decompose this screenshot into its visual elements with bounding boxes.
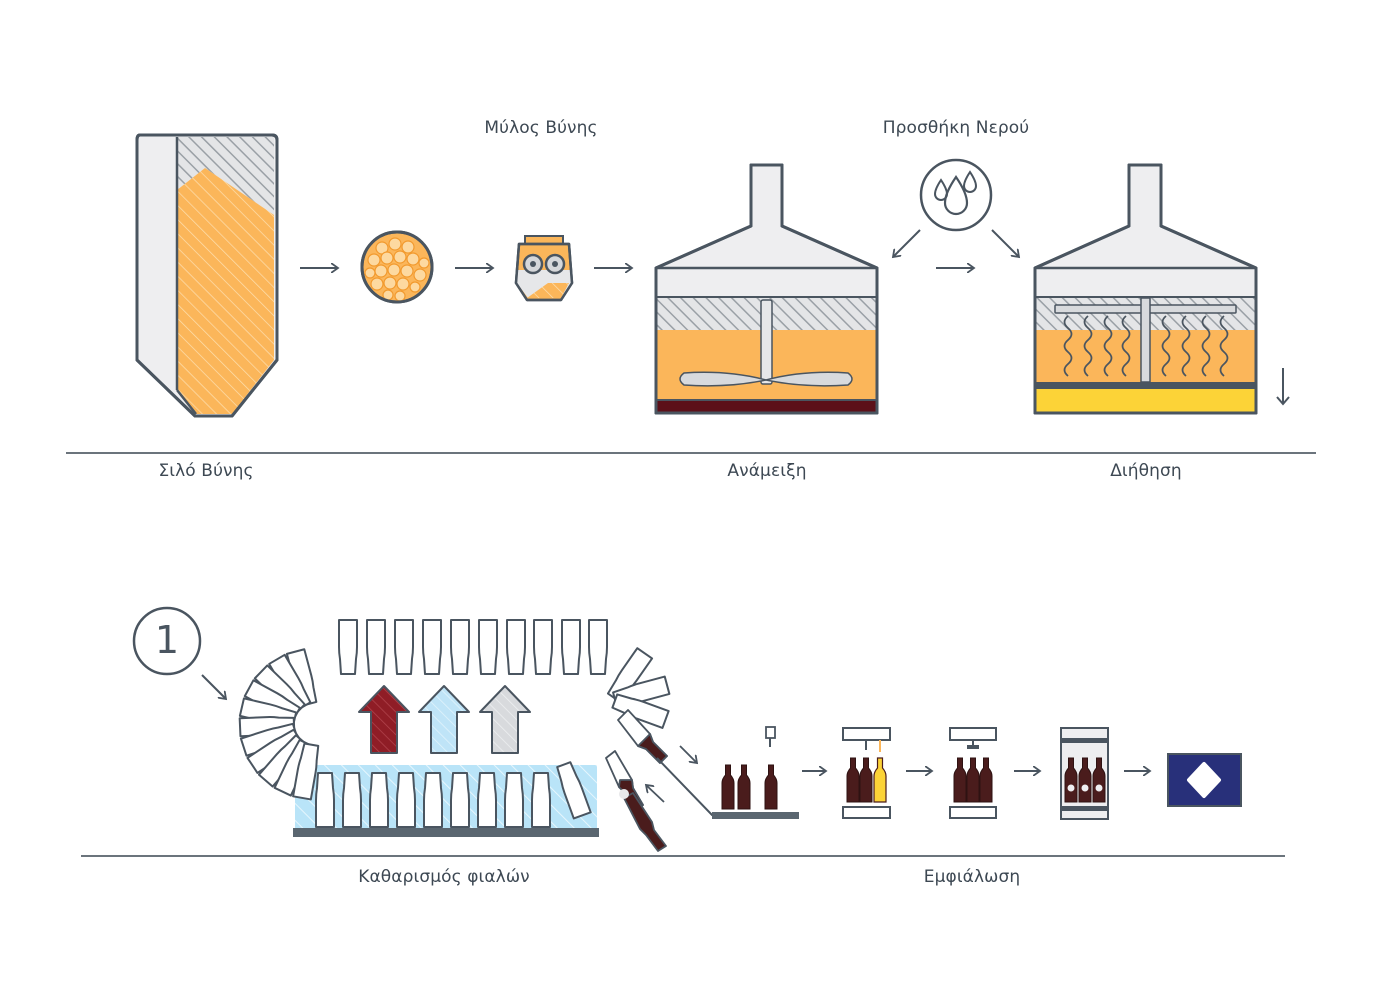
washer-bottle (369, 772, 389, 828)
washer-bottle (504, 772, 524, 828)
washer-bottle (533, 619, 553, 675)
washer-bottle (423, 772, 443, 828)
case-icon (1167, 753, 1242, 807)
washer-bottle (342, 772, 362, 828)
filtration-label: Διήθηση (1110, 461, 1182, 481)
mill-label: Μύλος Βύνης (484, 118, 598, 138)
bottling-conveyor (656, 726, 799, 819)
mash-tun-icon (654, 163, 879, 415)
washer-bottle (422, 619, 442, 675)
washer-bottle (450, 772, 470, 828)
malt-grain-icon (360, 230, 434, 304)
capper-icon (949, 727, 997, 819)
flow-arrow (201, 674, 226, 699)
mixing-label: Ανάμειξη (727, 461, 807, 481)
washer-bottle (315, 772, 335, 828)
washer-bottle (396, 772, 416, 828)
water-drops-icon (919, 158, 993, 232)
bottle-washer-icon (238, 619, 697, 852)
water-label: Προσθήκη Νερού (882, 118, 1030, 138)
washer-bottle (506, 619, 526, 675)
bottling-label: Εμφιάλωση (923, 867, 1021, 887)
silo-label: Σιλό Βύνης (158, 461, 254, 481)
flow-arrow (991, 229, 1019, 257)
washer-bottle (531, 772, 551, 828)
filler-icon (842, 727, 891, 819)
washer-bottle (588, 619, 608, 675)
lauter-tun-icon (1033, 163, 1258, 415)
step-number: 1 (154, 618, 180, 662)
washer-bottle (366, 619, 386, 675)
washer-bottle (561, 619, 581, 675)
washer-bottle (477, 772, 497, 828)
drain-arrow (1276, 368, 1290, 406)
silo-icon (135, 133, 279, 418)
washer-bottle (394, 619, 414, 675)
washer-bottle (450, 619, 470, 675)
step-badge (132, 606, 202, 676)
mill-icon (514, 235, 574, 302)
labeler-icon (1060, 727, 1109, 820)
washer-bottle (478, 619, 498, 675)
bottle-cleaning-label: Καθαρισμός φιαλών (358, 867, 530, 887)
washer-bottle (338, 619, 358, 675)
flow-arrow (893, 229, 921, 257)
